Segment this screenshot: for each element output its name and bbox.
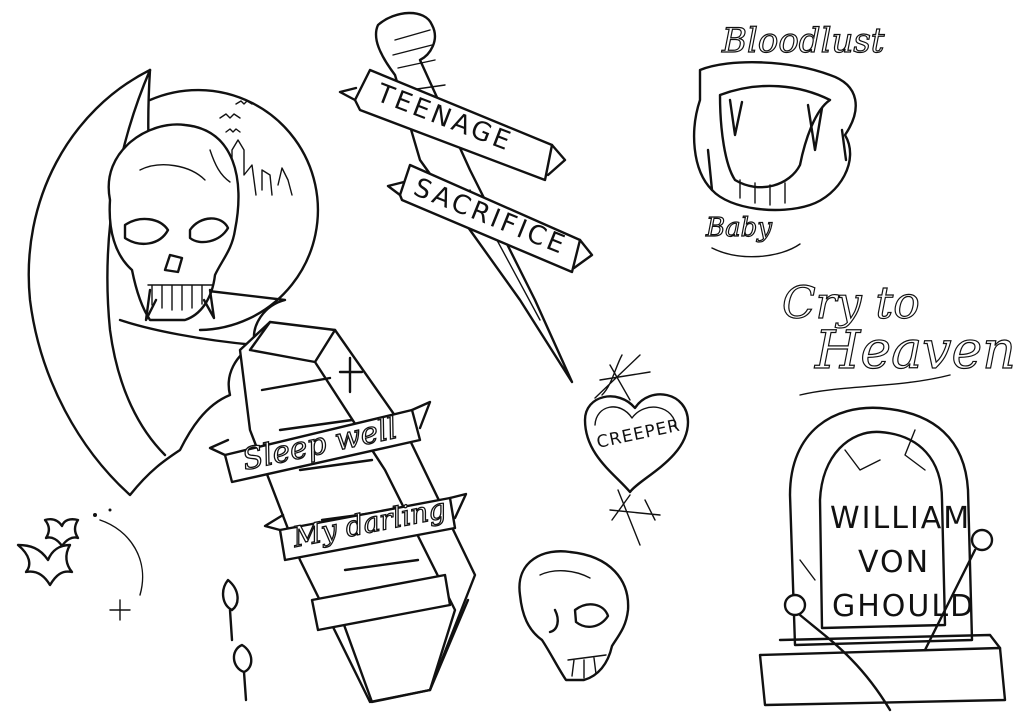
blood-drops-illustration: [221, 578, 253, 702]
tomb-ghould: GHOULD: [832, 589, 975, 624]
vampire-fangs-illustration: Bloodlust Baby: [692, 20, 885, 258]
bloodlust-script: Bloodlust: [721, 21, 885, 61]
cry-to-script: Cry to: [782, 278, 920, 329]
coffin-illustration: Sleep well My darling: [208, 320, 477, 704]
tomb-william: WILLIAM: [830, 501, 971, 536]
tomb-von: VON: [858, 545, 930, 580]
tombstone-illustration: WILLIAM VON GHOULD: [758, 406, 1007, 712]
bat-wing-skull-illustration: [27, 68, 320, 497]
dagger-illustration: TEENAGE SACRIFICE: [338, 11, 594, 384]
blank-banner: [310, 573, 452, 632]
heaven-script: Heaven: [814, 321, 1016, 381]
small-bats-illustration: [16, 508, 144, 621]
sacrifice-banner-text: SACRIFICE: [409, 173, 571, 262]
candy-heart-illustration: CREEPER: [583, 354, 690, 546]
teenage-banner: TEENAGE: [338, 68, 567, 182]
baby-script: Baby: [705, 213, 772, 243]
small-skull-illustration: [518, 550, 630, 682]
cry-to-heaven-lettering: Cry to Heaven: [781, 277, 1016, 396]
